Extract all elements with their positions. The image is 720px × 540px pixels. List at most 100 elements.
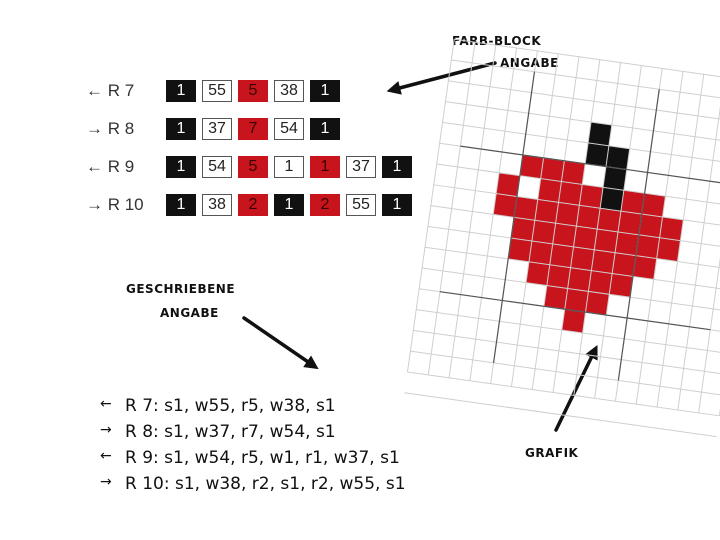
- graphic-cell: [632, 255, 657, 280]
- graphic-cell: [609, 273, 633, 298]
- graphic-grid-line: [433, 184, 720, 230]
- graphic-grid-group: [404, 38, 720, 438]
- graphic-cell: [612, 252, 636, 277]
- graphic-grid-line: [407, 371, 720, 417]
- graphic-cell: [561, 309, 586, 333]
- graphic-grid-line: [451, 59, 720, 105]
- graphic-cell: [585, 142, 609, 167]
- graphic-cell: [511, 217, 535, 242]
- color-block-cell: 37: [346, 156, 376, 178]
- graphic-grid-line: [677, 77, 720, 411]
- color-block-cell: 1: [166, 80, 196, 102]
- graphic-grid-line: [436, 163, 720, 209]
- graphic-grid-line: [656, 74, 705, 408]
- graphic-cell: [555, 202, 580, 227]
- color-block-cell: 1: [166, 156, 196, 178]
- graphic-grid-line: [698, 80, 720, 413]
- color-block-row-label: → R 8: [86, 119, 135, 138]
- written-row-text: R 7: s1, w55, r5, w38, s1: [125, 396, 336, 416]
- graphic-guide-line: [492, 71, 536, 363]
- graphic-grid-line: [439, 142, 720, 188]
- graphic-cell: [585, 291, 610, 316]
- graphic-cell: [588, 122, 612, 146]
- written-row-arrow: →: [100, 422, 112, 438]
- graphic-grid-line: [594, 65, 642, 399]
- graphic-cell: [591, 249, 616, 274]
- graphic-cell: [597, 208, 621, 232]
- graphic-cell: [531, 220, 556, 244]
- color-block-cell: 1: [274, 156, 304, 178]
- arrow-to-color-blocks: [386, 61, 497, 95]
- graphic-grid-line: [448, 80, 720, 126]
- graphic-grid-line: [552, 59, 601, 393]
- color-block-row-label: ← R 7: [86, 81, 135, 100]
- geschrieben-label-line1: GESCHRIEBENE: [126, 282, 236, 296]
- color-block-cell: 2: [310, 194, 340, 216]
- graphic-guide-line: [439, 291, 711, 331]
- color-block-row-label: → R 10: [86, 195, 144, 214]
- graphic-cell: [579, 184, 604, 209]
- graphic-grid-line: [442, 121, 720, 167]
- graphic-cell: [605, 145, 630, 170]
- graphic-cell: [508, 238, 532, 262]
- graphic-cell: [656, 237, 681, 262]
- graphic-grid-line: [410, 350, 720, 396]
- graphic-cell: [546, 264, 571, 289]
- written-row-text: R 8: s1, w37, r7, w54, s1: [125, 422, 336, 442]
- graphic-grid-line: [445, 101, 720, 146]
- arrow-to-written: [242, 316, 319, 370]
- graphic-grid-line: [419, 288, 720, 334]
- graphic-grid-line: [416, 309, 720, 354]
- graphic-cell: [528, 241, 553, 265]
- graphic-cell: [493, 193, 517, 218]
- color-block-cell: 2: [238, 194, 268, 216]
- graphic-cell: [603, 166, 627, 191]
- graphic-cell: [543, 285, 568, 310]
- graphic-cell: [570, 246, 595, 271]
- graphic-grid-line: [404, 392, 717, 438]
- color-block-cell: 38: [202, 194, 232, 216]
- graphic-cell: [534, 199, 559, 224]
- graphic-grid-line: [635, 71, 684, 405]
- color-block-row-label: ← R 9: [86, 157, 135, 176]
- graphic-grid-line: [448, 45, 497, 378]
- written-row-arrow: ←: [100, 448, 112, 464]
- graphic-cell: [635, 234, 660, 259]
- graphic-cell: [558, 181, 583, 206]
- color-block-cell: 55: [346, 194, 376, 216]
- graphic-cell: [638, 214, 663, 238]
- graphic-cell: [615, 231, 639, 256]
- graphic-grid-line: [531, 56, 580, 390]
- written-row-arrow: ←: [100, 396, 112, 412]
- graphic-cell: [540, 157, 565, 182]
- graphic-cell: [552, 223, 577, 247]
- graphic-grid-line: [422, 267, 720, 313]
- graphic-grid-line: [413, 329, 720, 375]
- written-row-arrow: →: [100, 474, 112, 490]
- graphic-cell: [496, 172, 520, 197]
- color-block-cell: 5: [238, 156, 268, 178]
- graphic-cell: [514, 196, 538, 221]
- graphic-cell: [594, 228, 619, 253]
- graphic-cell: [567, 267, 592, 292]
- written-row-text: R 9: s1, w54, r5, w1, r1, w37, s1: [125, 448, 400, 468]
- graphic-cell: [537, 178, 562, 203]
- color-block-cell: 1: [310, 118, 340, 140]
- graphic-cell: [561, 160, 586, 185]
- graphic-grid-line: [573, 62, 622, 396]
- color-block-cell: 7: [238, 118, 268, 140]
- graphic-cell: [641, 193, 666, 217]
- grafik-label: GRAFIK: [525, 446, 579, 460]
- graphic-cell: [573, 226, 598, 250]
- graphic-grid-line: [614, 68, 663, 402]
- graphic-cell: [526, 261, 550, 286]
- arrow-to-graphic: [554, 344, 598, 432]
- color-block-cell: 5: [238, 80, 268, 102]
- color-block-cell: 1: [166, 194, 196, 216]
- written-row-text: R 10: s1, w38, r2, s1, r2, w55, s1: [125, 474, 406, 494]
- graphic-grid-line: [424, 246, 720, 292]
- graphic-cell: [659, 216, 684, 241]
- graphic-cell: [564, 288, 589, 313]
- graphic-cell: [519, 154, 544, 179]
- color-block-cell: 1: [310, 80, 340, 102]
